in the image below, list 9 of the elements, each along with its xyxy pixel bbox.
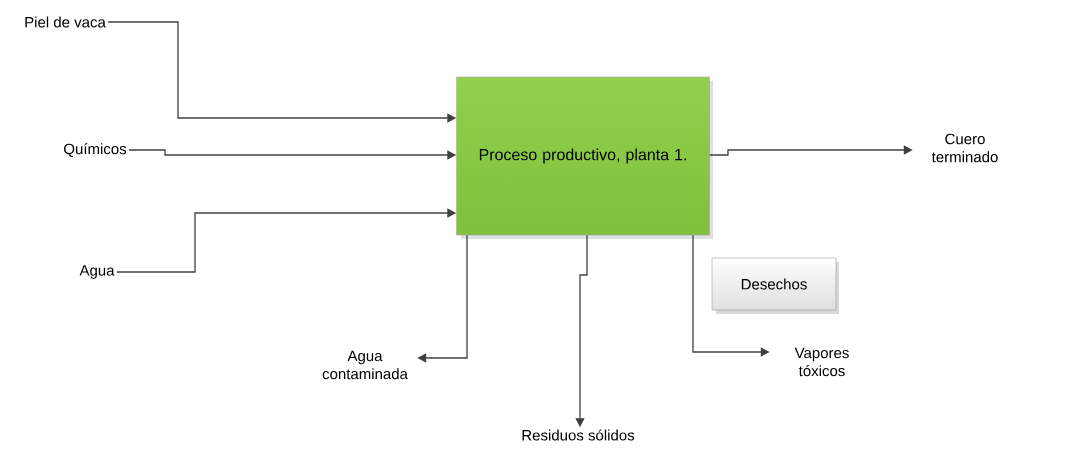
process-box: Proceso productivo, planta 1. xyxy=(456,76,713,239)
output-label: Agua contaminada xyxy=(322,350,408,380)
input-label: Agua xyxy=(79,265,115,279)
input-label: Piel de vaca xyxy=(25,16,106,28)
input-label: Químicos xyxy=(64,143,127,157)
waste-box: Desechos xyxy=(711,257,839,314)
output-label: Cuero terminado xyxy=(931,133,998,163)
output-label: Vapores tóxicos xyxy=(794,347,849,377)
output-label: Residuos sólidos xyxy=(522,429,635,441)
